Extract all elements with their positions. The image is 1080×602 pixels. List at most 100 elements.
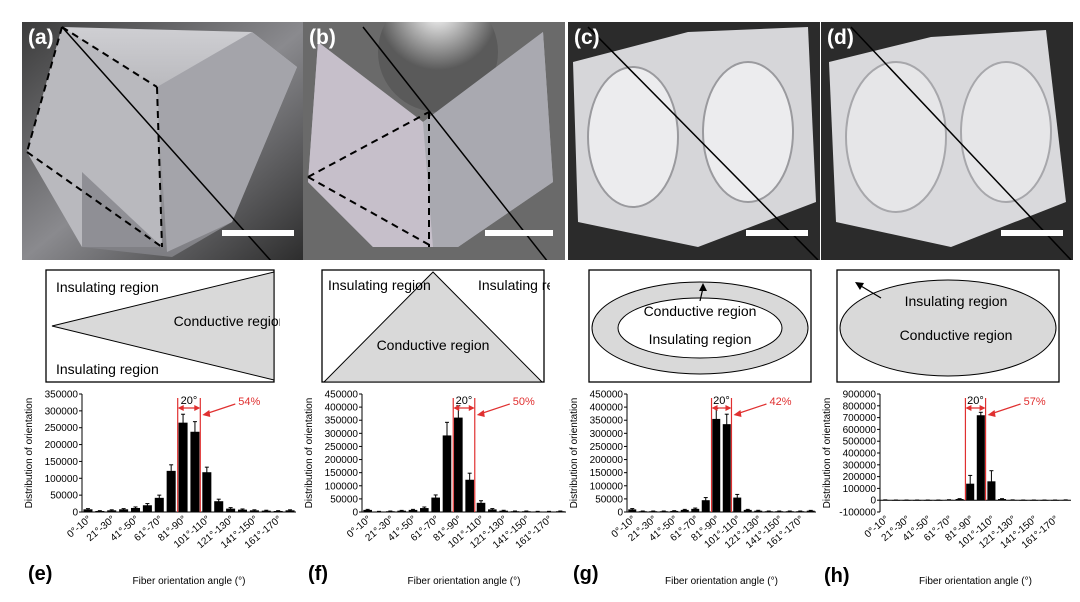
y-axis-label: Distribution of orientation bbox=[822, 398, 833, 509]
range-arrow-head bbox=[468, 405, 475, 411]
arrow-head bbox=[855, 282, 864, 290]
bar bbox=[764, 511, 773, 512]
y-tick-label: 600000 bbox=[843, 425, 877, 436]
percent-label: 57% bbox=[1024, 396, 1046, 408]
bar bbox=[701, 500, 710, 512]
bar bbox=[237, 509, 248, 512]
region-label: Insulating region bbox=[649, 331, 752, 347]
y-tick-label: 400000 bbox=[325, 403, 359, 414]
bar bbox=[214, 501, 224, 512]
y-tick-label: 200000 bbox=[843, 472, 877, 483]
bar bbox=[670, 510, 679, 512]
bar bbox=[476, 502, 486, 512]
y-tick-label: 100000 bbox=[843, 484, 877, 495]
y-tick-label: 250000 bbox=[45, 423, 79, 434]
bar bbox=[806, 510, 815, 512]
bar bbox=[488, 509, 497, 512]
photo-a: (a) bbox=[22, 22, 312, 260]
schematic-d: Insulating region Conductive region bbox=[833, 268, 1065, 384]
bar bbox=[733, 497, 742, 512]
percent-label: 42% bbox=[769, 396, 791, 408]
y-tick-label: 700000 bbox=[843, 413, 877, 424]
range-arrow-head bbox=[979, 405, 986, 411]
region-label: Conductive region bbox=[644, 303, 757, 319]
bar bbox=[691, 508, 700, 512]
panel-label-a: (a) bbox=[28, 26, 54, 49]
bar bbox=[743, 509, 752, 512]
schematic-a: Insulating region Conductive region Insu… bbox=[40, 268, 286, 384]
range-arrow-head bbox=[453, 405, 460, 411]
y-tick-label: 0 bbox=[352, 508, 358, 519]
bar bbox=[976, 415, 985, 501]
y-tick-label: 100000 bbox=[45, 474, 79, 485]
y-tick-label: 300000 bbox=[843, 460, 877, 471]
y-tick-label: 250000 bbox=[325, 442, 359, 453]
bar bbox=[226, 508, 236, 512]
y-tick-label: 150000 bbox=[590, 468, 624, 479]
bar bbox=[95, 510, 105, 512]
range-angle-label: 20° bbox=[181, 395, 198, 407]
bar bbox=[285, 510, 295, 512]
y-tick-label: 350000 bbox=[590, 416, 624, 427]
x-axis-label: Fiber orientation angle (°) bbox=[919, 576, 1032, 587]
region-label: Insulating region bbox=[56, 279, 159, 295]
bar bbox=[273, 510, 283, 512]
bar bbox=[386, 511, 395, 512]
bar bbox=[775, 511, 784, 512]
region-label: Conductive region bbox=[900, 327, 1013, 343]
y-tick-label: 200000 bbox=[325, 455, 359, 466]
region-label: Insulating region bbox=[905, 293, 1008, 309]
x-axis-label: Fiber orientation angle (°) bbox=[133, 576, 246, 587]
bar bbox=[796, 511, 805, 512]
bar bbox=[431, 497, 440, 512]
percent-arrow-head bbox=[987, 410, 996, 417]
bar bbox=[190, 431, 200, 512]
bar bbox=[261, 510, 271, 512]
range-arrow-head bbox=[177, 405, 184, 411]
y-tick-label: 500000 bbox=[843, 437, 877, 448]
photo-c: (c) bbox=[568, 22, 820, 260]
panel-label-g: (g) bbox=[573, 563, 599, 585]
percent-arrow-head bbox=[733, 410, 742, 417]
y-tick-label: 0 bbox=[617, 508, 623, 519]
y-tick-label: 0 bbox=[72, 508, 78, 519]
y-tick-label: 300000 bbox=[45, 406, 79, 417]
scale-bar bbox=[222, 230, 294, 236]
percent-arrow bbox=[990, 403, 1021, 415]
arrow bbox=[860, 285, 882, 299]
photo-b: (b) bbox=[303, 22, 565, 260]
x-axis-label: Fiber orientation angle (°) bbox=[665, 576, 778, 587]
panel-label-e: (e) bbox=[28, 563, 53, 585]
bar bbox=[107, 510, 117, 512]
y-tick-label: 100000 bbox=[325, 481, 359, 492]
bar bbox=[130, 507, 141, 512]
bar bbox=[955, 499, 964, 501]
x-axis-label: Fiber orientation angle (°) bbox=[408, 576, 521, 587]
bar bbox=[628, 509, 637, 512]
arrow-head bbox=[699, 283, 707, 291]
y-tick-label: -100000 bbox=[839, 508, 876, 519]
y-tick-label: 0 bbox=[870, 496, 876, 507]
scale-bar bbox=[746, 230, 808, 236]
bar bbox=[556, 511, 565, 512]
range-arrow-head bbox=[711, 405, 718, 411]
y-tick-label: 350000 bbox=[325, 416, 359, 427]
histogram-e: 0500001000001500002000002500003000003500… bbox=[24, 390, 296, 587]
bar bbox=[397, 510, 406, 512]
percent-arrow-head bbox=[476, 410, 485, 417]
histogram-g: 0500001000001500002000002500003000003500… bbox=[569, 390, 816, 587]
schematic-b: Insulating region Insulating region Cond… bbox=[318, 268, 581, 384]
histogram-f: 0500001000001500002000002500003000003500… bbox=[304, 390, 566, 587]
bar bbox=[638, 511, 647, 512]
bar bbox=[408, 509, 418, 512]
bar bbox=[166, 470, 176, 512]
photo-d: (d) bbox=[821, 22, 1073, 260]
range-angle-label: 20° bbox=[713, 395, 730, 407]
y-tick-label: 100000 bbox=[590, 481, 624, 492]
bar bbox=[202, 472, 212, 512]
bar bbox=[442, 435, 452, 512]
bar bbox=[119, 509, 129, 512]
percent-arrow-head bbox=[202, 410, 211, 417]
